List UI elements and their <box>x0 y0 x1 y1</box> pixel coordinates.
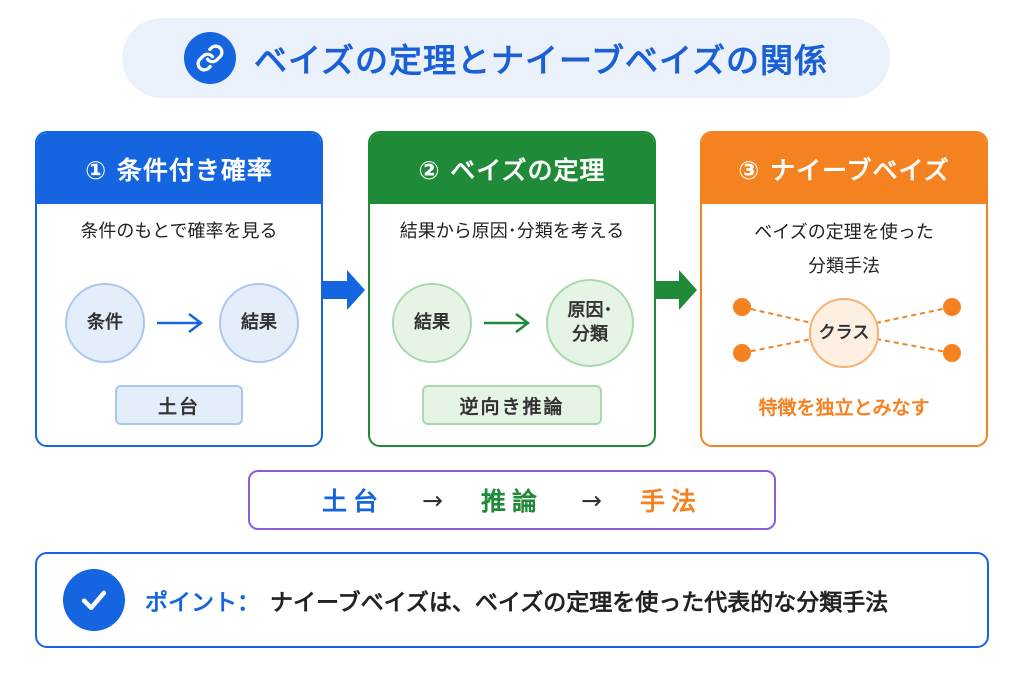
flow-summary: 土台 → 推論 → 手法 <box>248 470 776 530</box>
tag-inverse-inference: 逆向き推論 <box>422 385 602 425</box>
subtitle-line: 分類手法 <box>808 256 880 277</box>
page-title: ベイズの定理とナイーブベイズの関係 <box>253 41 829 80</box>
subtitle-line: ベイズの定理を使った <box>754 222 934 243</box>
flow-arrow: → <box>422 485 443 515</box>
flow-arrow-icon <box>655 270 697 310</box>
flow-step-method: 手法 <box>639 487 702 516</box>
card-subtitle: 結果から原因･分類を考える <box>399 221 625 242</box>
arrow-right-icon <box>484 313 531 333</box>
flow-step-foundation: 土台 <box>322 487 385 516</box>
link-icon <box>183 32 236 84</box>
card-subtitle: 条件のもとで確率を見る <box>80 221 278 242</box>
point-label: ポイント： <box>145 590 260 616</box>
card-heading: ② ベイズの定理 <box>370 133 654 204</box>
card-caption: 特徴を独立とみなす <box>758 397 930 419</box>
feature-dot <box>943 298 961 316</box>
feature-links <box>733 298 961 362</box>
tag-foundation: 土台 <box>115 385 243 425</box>
node-cause-class: 原因･ 分類 <box>546 279 634 367</box>
node-line: 分類 <box>572 324 608 345</box>
flow-arrow-icon <box>323 270 365 310</box>
feature-dot <box>733 344 751 362</box>
feature-dot <box>733 298 751 316</box>
node-result: 結果 <box>392 283 472 363</box>
card-naive-bayes: ③ ナイーブベイズ ベイズの定理を使った 分類手法 クラス 特徴を独立とみなす <box>700 131 988 447</box>
card-subtitle: ベイズの定理を使った 分類手法 <box>702 216 986 284</box>
card-heading: ① 条件付き確率 <box>37 133 321 204</box>
title-banner: ベイズの定理とナイーブベイズの関係 <box>122 18 890 98</box>
card-heading: ③ ナイーブベイズ <box>702 133 986 204</box>
node-result: 結果 <box>219 283 299 363</box>
feature-dot <box>943 344 961 362</box>
flow-step-inference: 推論 <box>480 487 543 516</box>
point-box: ポイント： ナイーブベイズは、ベイズの定理を使った代表的な分類手法 <box>35 552 989 648</box>
point-text: ナイーブベイズは、ベイズの定理を使った代表的な分類手法 <box>270 590 889 616</box>
card-bayes-theorem: ② ベイズの定理 結果から原因･分類を考える 結果 原因･ 分類 逆向き推論 <box>368 131 656 447</box>
flow-arrow: → <box>581 485 602 515</box>
check-circle-icon <box>63 569 125 631</box>
card-conditional-probability: ① 条件付き確率 条件のもとで確率を見る 条件 結果 土台 <box>35 131 323 447</box>
node-condition: 条件 <box>65 283 145 363</box>
arrow-right-icon <box>157 313 204 333</box>
node-line: 原因･ <box>567 300 613 321</box>
node-class: クラス <box>809 298 879 368</box>
